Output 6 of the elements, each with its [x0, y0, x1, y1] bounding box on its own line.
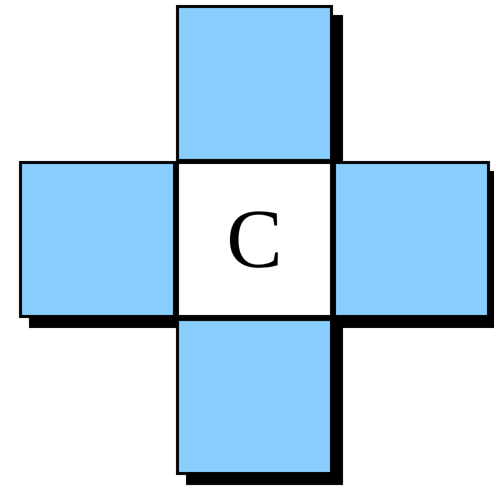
cell-letter: C: [226, 198, 283, 282]
square-cell: [176, 318, 333, 475]
square-cell: [176, 5, 333, 162]
square-cell: [19, 161, 176, 318]
center-cell: [176, 161, 333, 318]
square-cell: [333, 161, 490, 318]
